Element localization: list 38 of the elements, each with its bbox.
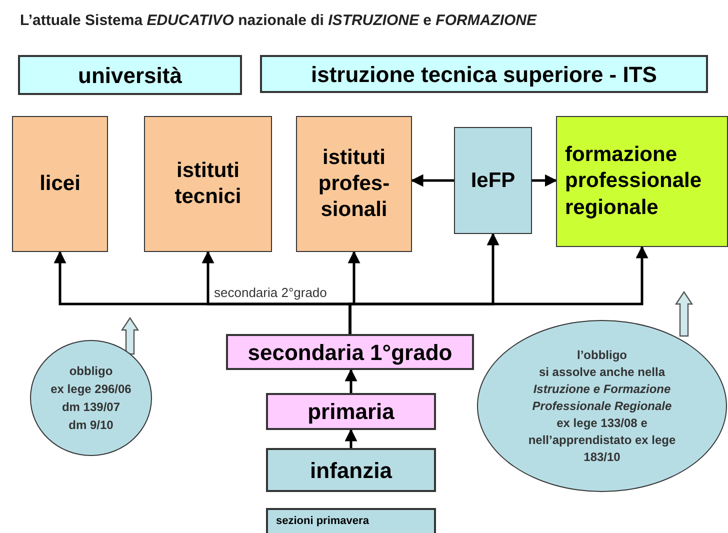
box-label: ex lege 133/08 e nell’apprendistato ex lege 183/10 [527, 414, 677, 466]
school-box [144, 116, 272, 252]
hollow-arrow [120, 316, 140, 355]
box-label: istituti profes- sionali [317, 144, 391, 224]
box-label: ex lege 296/06 [50, 381, 132, 398]
arrow [348, 246, 648, 334]
box-label: formazione professionale regionale [565, 142, 703, 221]
school-box [12, 116, 108, 252]
arrow [344, 428, 358, 448]
box-label: l’obbligo [577, 346, 627, 364]
hollow-arrow [674, 290, 694, 337]
level-box [266, 448, 436, 492]
box-label: dm 9/10 [68, 417, 114, 434]
school-box [296, 116, 412, 252]
level-box [266, 508, 436, 533]
box-label: sezioni primavera [276, 514, 370, 530]
title: L’attuale Sistema EDUCATIVO nazionale di ISTRUZIONE e FORMAZIONE [20, 11, 536, 31]
box-label: licei [40, 170, 80, 197]
box-label: istruzione tecnica superiore - ITS [311, 60, 657, 89]
box-label: dm 139/07 [62, 399, 120, 416]
level-box [226, 334, 474, 370]
school-box [454, 127, 532, 234]
level-box [266, 393, 436, 430]
box-label: secondaria 1°grado [248, 338, 452, 367]
level-box [260, 55, 708, 93]
arrow [344, 368, 358, 393]
arrow [532, 174, 558, 187]
level-label: secondaria 2°grado [213, 284, 328, 302]
box-label: università [78, 62, 182, 90]
box-label: primaria [308, 398, 394, 426]
box-label: infanzia [310, 456, 392, 484]
box-label: istituti tecnici [174, 158, 242, 210]
school-box [556, 116, 728, 247]
box-label: IeFP [470, 168, 516, 194]
box-label: obbligo [69, 363, 113, 380]
level-box [18, 55, 242, 95]
box-label: si assolve anche nella [538, 364, 666, 380]
arrow [410, 174, 454, 187]
